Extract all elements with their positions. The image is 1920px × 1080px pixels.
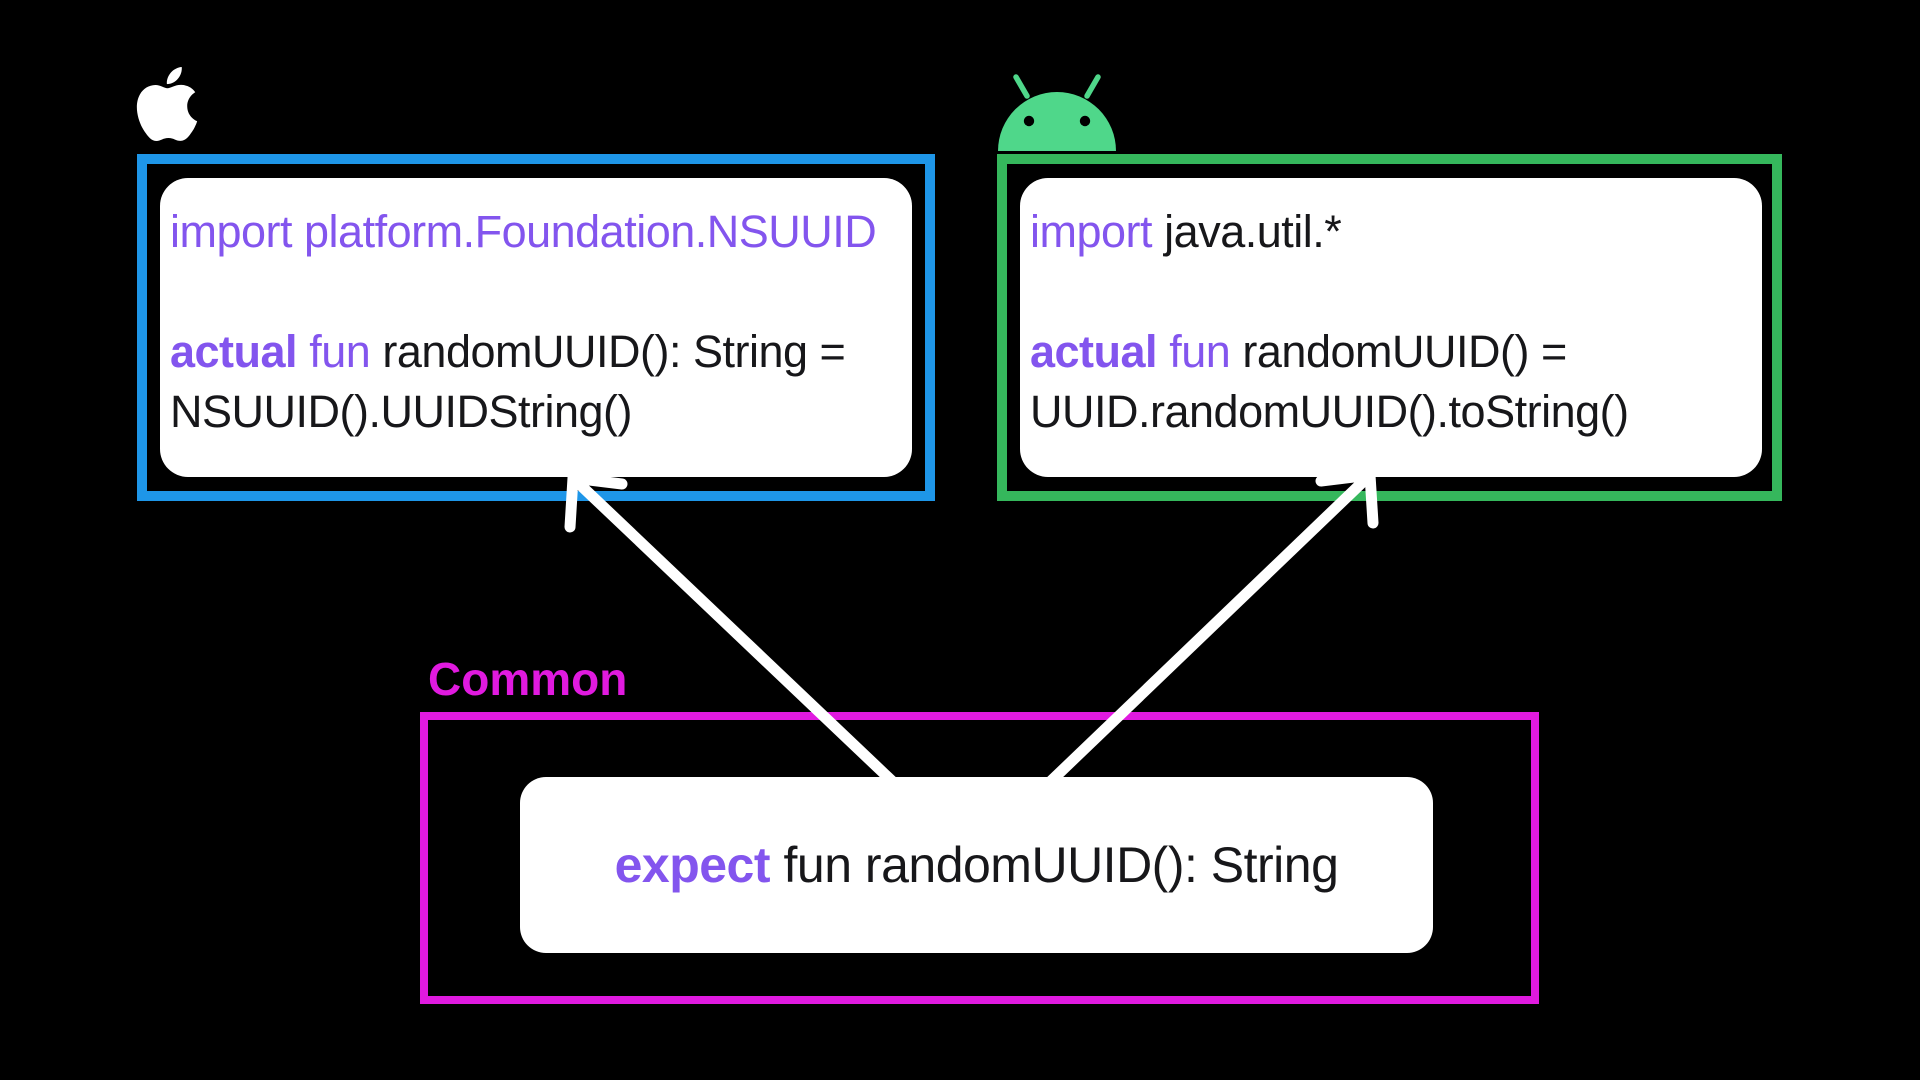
blank-code-line: [1030, 262, 1754, 322]
ios-code-panel: import platform.Foundation.NSUUID actual…: [160, 178, 912, 477]
fun-keyword: fun: [1169, 326, 1231, 377]
actual-keyword: actual: [170, 326, 298, 377]
fun-keyword: fun: [309, 326, 371, 377]
ios-import-statement: import platform.Foundation.NSUUID: [170, 206, 877, 257]
android-logo-icon: [998, 74, 1116, 151]
android-function-body-line: UUID.randomUUID().toString(): [1030, 386, 1629, 437]
expect-keyword: expect: [614, 837, 771, 893]
common-function-signature: fun randomUUID(): String: [783, 837, 1339, 893]
android-import-package: java.util.*: [1164, 206, 1342, 257]
ios-import-line: import platform.Foundation.NSUUID: [170, 202, 904, 262]
apple-logo-icon: [136, 67, 198, 142]
actual-keyword: actual: [1030, 326, 1158, 377]
common-section-label: Common: [428, 653, 628, 705]
import-keyword: import: [1030, 206, 1153, 257]
blank-code-line: [170, 262, 904, 322]
android-function-signature: randomUUID() =: [1242, 326, 1567, 377]
ios-function-signature: randomUUID(): String =: [382, 326, 846, 377]
ios-function-body-line: NSUUID().UUIDString(): [170, 386, 633, 437]
